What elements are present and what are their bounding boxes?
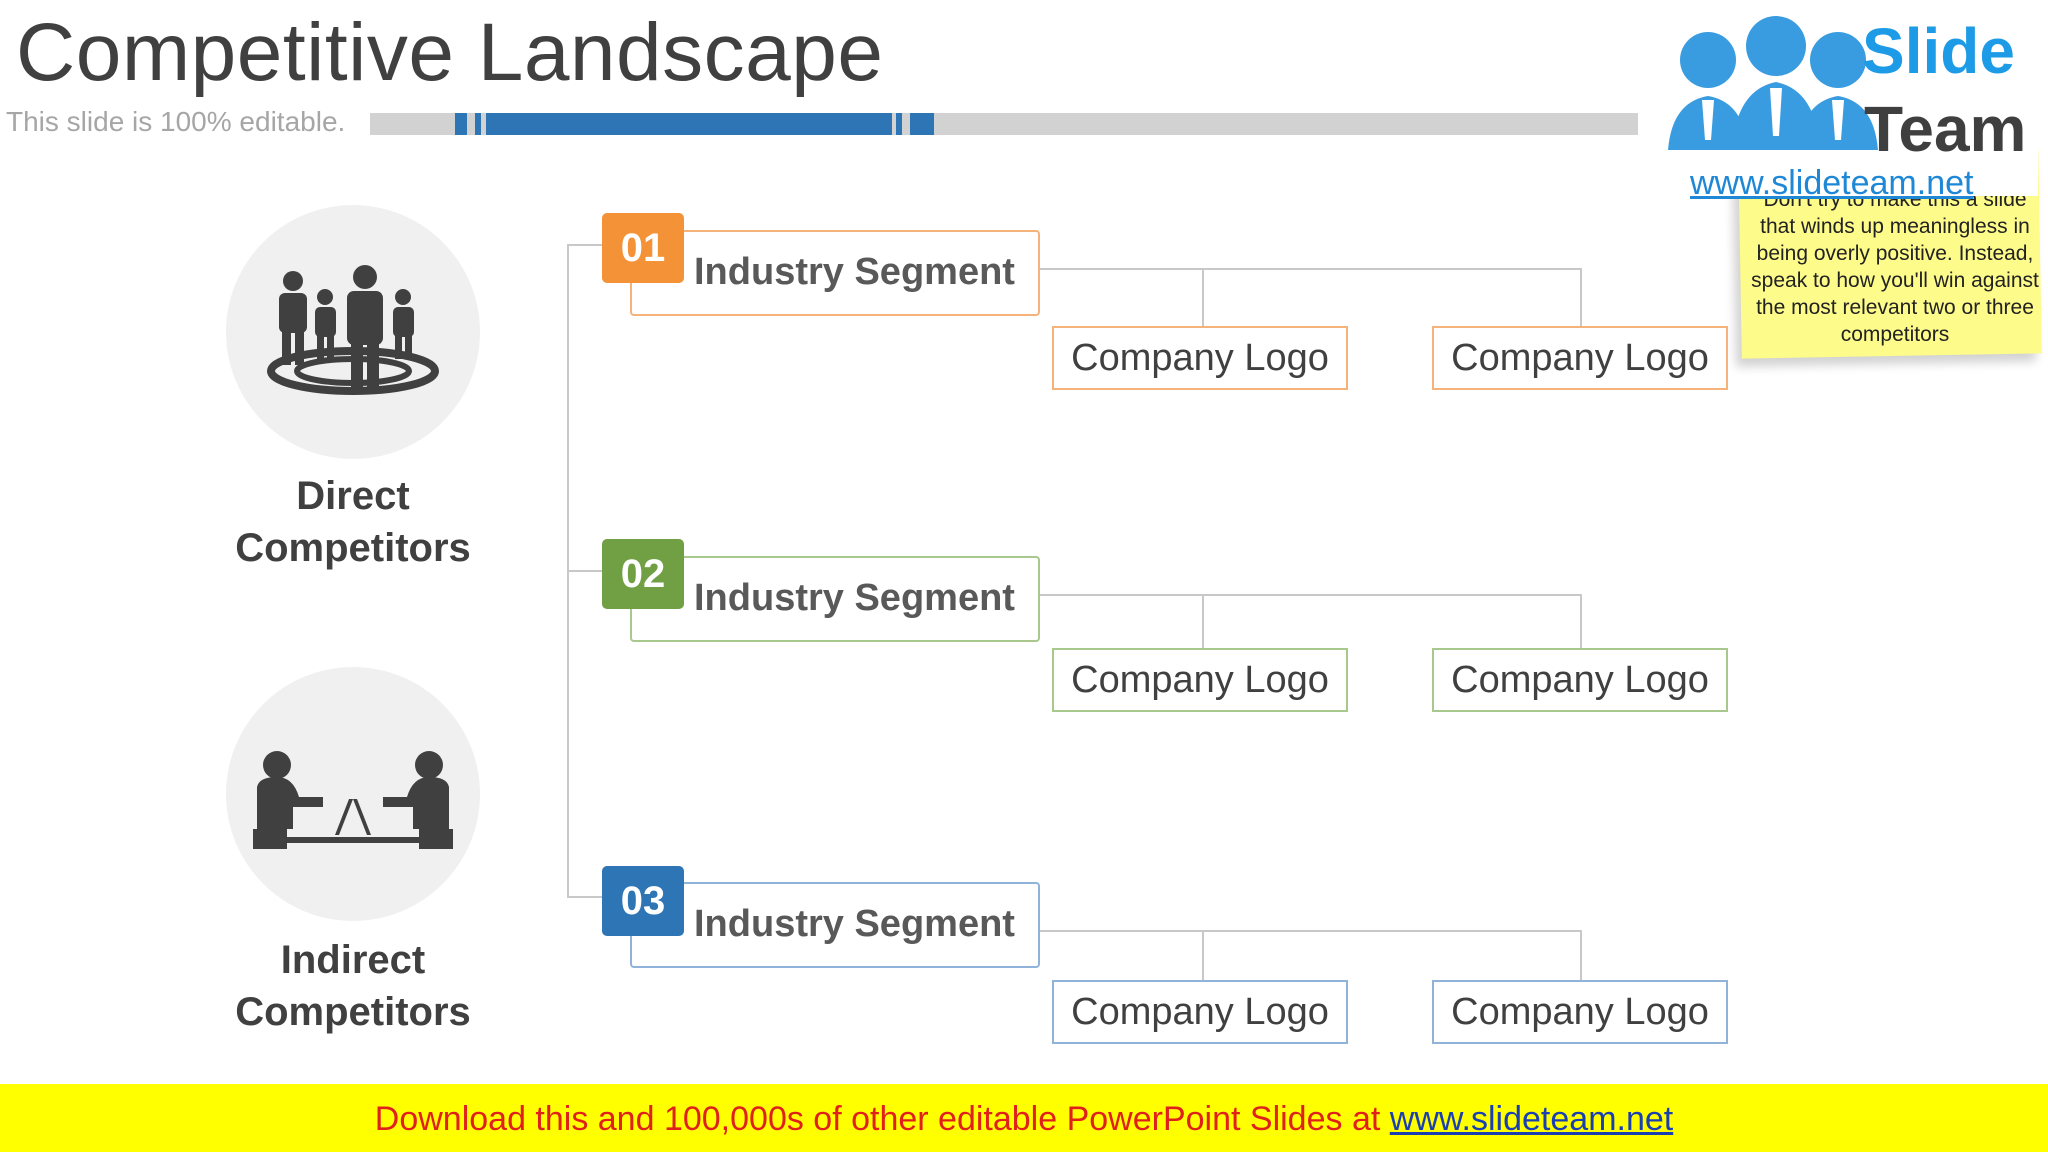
category-label-line2: Competitors xyxy=(235,990,471,1034)
segment-label: Industry Segment xyxy=(694,251,1015,293)
header-rule-accent xyxy=(486,113,892,135)
segment-connector xyxy=(1202,930,1204,980)
brand-people-icon xyxy=(1668,16,1878,150)
segment-connector xyxy=(1202,594,1204,648)
company-logo-box[interactable]: Company Logo xyxy=(1432,648,1728,712)
header-rule-accent xyxy=(910,113,934,135)
tree-branch-line xyxy=(567,244,633,246)
footer-text: Download this and 100,000s of other edit… xyxy=(0,1100,2048,1139)
segment-connector xyxy=(1580,930,1582,980)
company-logo-box[interactable]: Company Logo xyxy=(1052,980,1348,1044)
brand-word-team: Team xyxy=(1864,93,2027,165)
segment-label: Industry Segment xyxy=(694,577,1015,619)
direct-competitors-circle xyxy=(226,205,480,459)
category-label-line2: Competitors xyxy=(235,526,471,570)
segment-number-badge: 01 xyxy=(602,213,684,283)
group-people-icon xyxy=(267,265,439,395)
header-rule-accent xyxy=(896,113,902,135)
segment-connector xyxy=(1580,268,1582,326)
indirect-competitors-label: Indirect Competitors xyxy=(173,934,533,1038)
segment-box[interactable] xyxy=(630,882,1040,968)
sticky-note-text: Don't try to make this a slide that wind… xyxy=(1751,188,2039,346)
segment-label: Industry Segment xyxy=(694,903,1015,945)
company-logo-box[interactable]: Company Logo xyxy=(1052,648,1348,712)
footer-link[interactable]: www.slideteam.net xyxy=(1389,1100,1674,1138)
company-logo-box[interactable]: Company Logo xyxy=(1432,980,1728,1044)
tree-branch-line xyxy=(567,896,633,898)
segment-connector xyxy=(1034,930,1582,932)
company-logo-box[interactable]: Company Logo xyxy=(1052,326,1348,390)
direct-competitors-label: Direct Competitors xyxy=(173,470,533,574)
footer-message: Download this and 100,000s of other edit… xyxy=(374,1100,1390,1138)
people-at-laptops-icon xyxy=(253,751,453,849)
page-subtitle: This slide is 100% editable. xyxy=(6,106,346,137)
segment-connector xyxy=(1580,594,1582,648)
page-title: Competitive Landscape xyxy=(16,7,884,98)
segment-connector xyxy=(1034,594,1582,596)
segment-box[interactable] xyxy=(630,556,1040,642)
header-rule-accent xyxy=(455,113,467,135)
segment-connector xyxy=(1202,268,1204,326)
segment-number-badge: 02 xyxy=(602,539,684,609)
header-rule-accent xyxy=(475,113,481,135)
brand-word-slide: Slide xyxy=(1862,15,2015,87)
company-logo-box[interactable]: Company Logo xyxy=(1432,326,1728,390)
category-label-line1: Direct xyxy=(296,474,410,518)
brand-logo: Slide Team xyxy=(1638,0,2038,196)
segment-number-badge: 03 xyxy=(602,866,684,936)
footer-banner xyxy=(0,1084,2048,1152)
brand-url[interactable]: www.slideteam.net xyxy=(1690,164,1974,202)
indirect-competitors-circle xyxy=(226,667,480,921)
segment-connector xyxy=(1034,268,1582,270)
category-label-line1: Indirect xyxy=(280,938,426,982)
segment-box[interactable] xyxy=(630,230,1040,316)
tree-branch-line xyxy=(567,570,633,572)
